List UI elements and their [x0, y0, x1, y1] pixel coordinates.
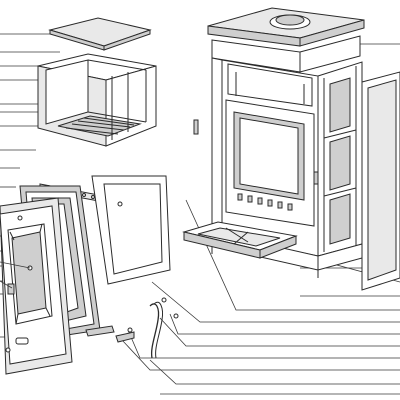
leader-line: [151, 281, 400, 323]
ash-pan: [182, 221, 298, 259]
leader-line: [169, 313, 400, 335]
leader-line: [149, 359, 400, 385]
leader-line: [121, 339, 400, 371]
top-cover-plate: [48, 17, 152, 51]
stove-body: [193, 7, 365, 278]
door-frame: [0, 197, 73, 375]
door-handle: [85, 297, 179, 359]
firebox-liner: [37, 53, 157, 147]
air-inlet-slots: [237, 193, 293, 211]
door-glass: [91, 175, 171, 285]
leader-line: [0, 280, 13, 289]
leader-line: [127, 329, 400, 359]
leader-line: [0, 261, 31, 269]
side-panel-right: [361, 71, 400, 291]
leader-line: [159, 317, 400, 347]
